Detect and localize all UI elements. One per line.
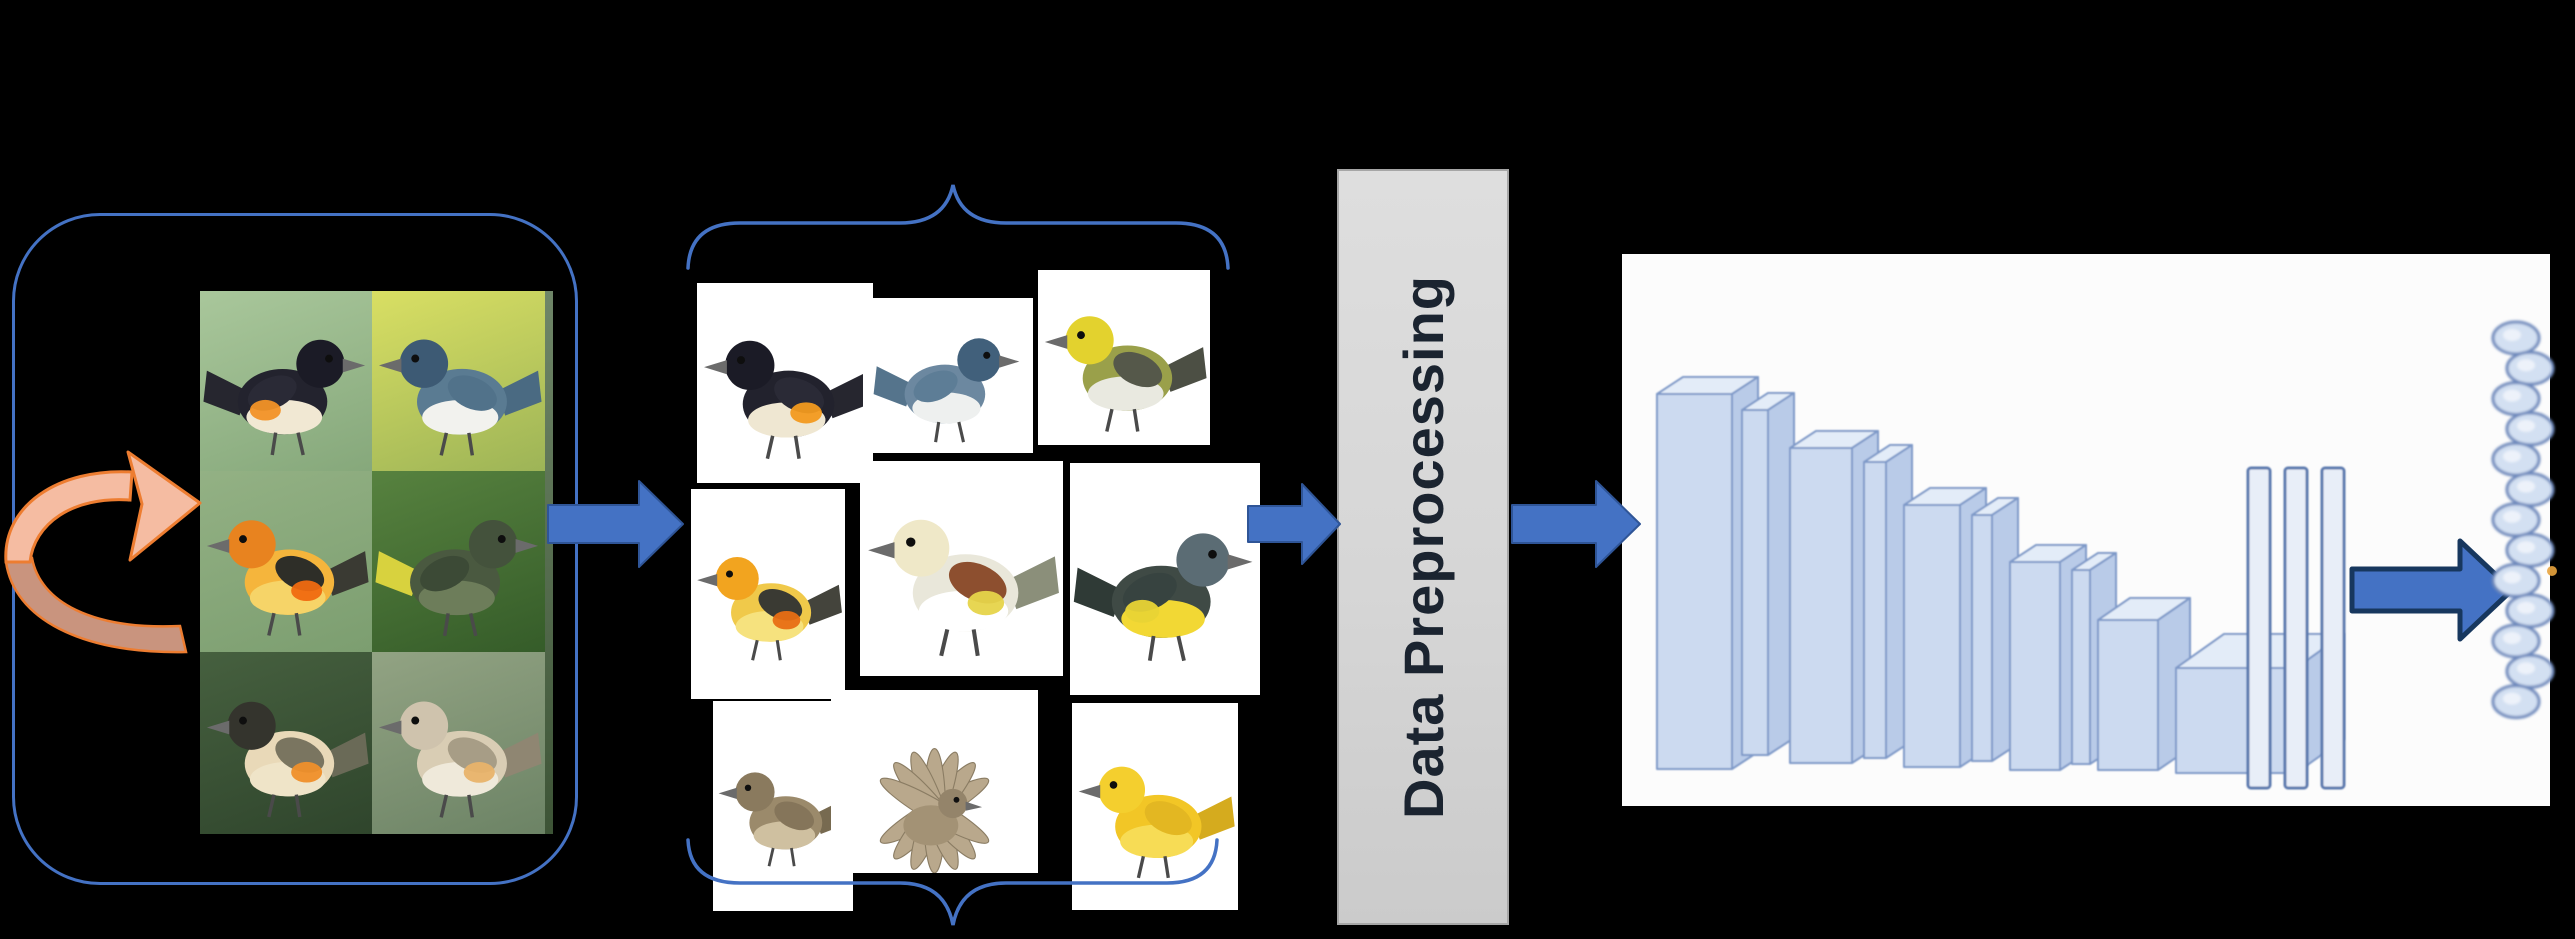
photo-pale-buff-flycatcher (372, 652, 545, 834)
photo-olive-bird-in-foliage (372, 471, 545, 652)
brace-top (686, 184, 1230, 270)
cnn-architecture-panel (1622, 254, 2550, 806)
cutout-black-throated-blue-warbler (863, 298, 1033, 453)
cutout-fanned-wing-warbler (831, 690, 1038, 873)
cutout-blackburnian-warbler-front (691, 489, 845, 699)
photo-american-redstart-on-branch (200, 291, 372, 471)
cutout-american-redstart (697, 283, 873, 483)
photo-black-throated-blue-warbler (372, 291, 545, 471)
cutout-black-throated-green-warbler (1038, 270, 1210, 445)
photo-blackburnian-warbler-closeup (200, 471, 372, 652)
cutout-magnolia-warbler (1070, 463, 1260, 695)
arrow-cutouts-to-preprocessing (1247, 483, 1341, 565)
data-preprocessing-box: Data Preprocessing (1337, 169, 1509, 925)
data-preprocessing-label: Data Preprocessing (1391, 275, 1455, 819)
photo-warbler-on-mossy-log (200, 652, 372, 834)
photo-grid-edge-sliver (545, 291, 553, 834)
arrow-preprocessing-to-cnn (1511, 480, 1641, 568)
cutout-chestnut-sided-warbler (860, 461, 1063, 676)
cutout-yellow-warbler (1072, 703, 1238, 910)
